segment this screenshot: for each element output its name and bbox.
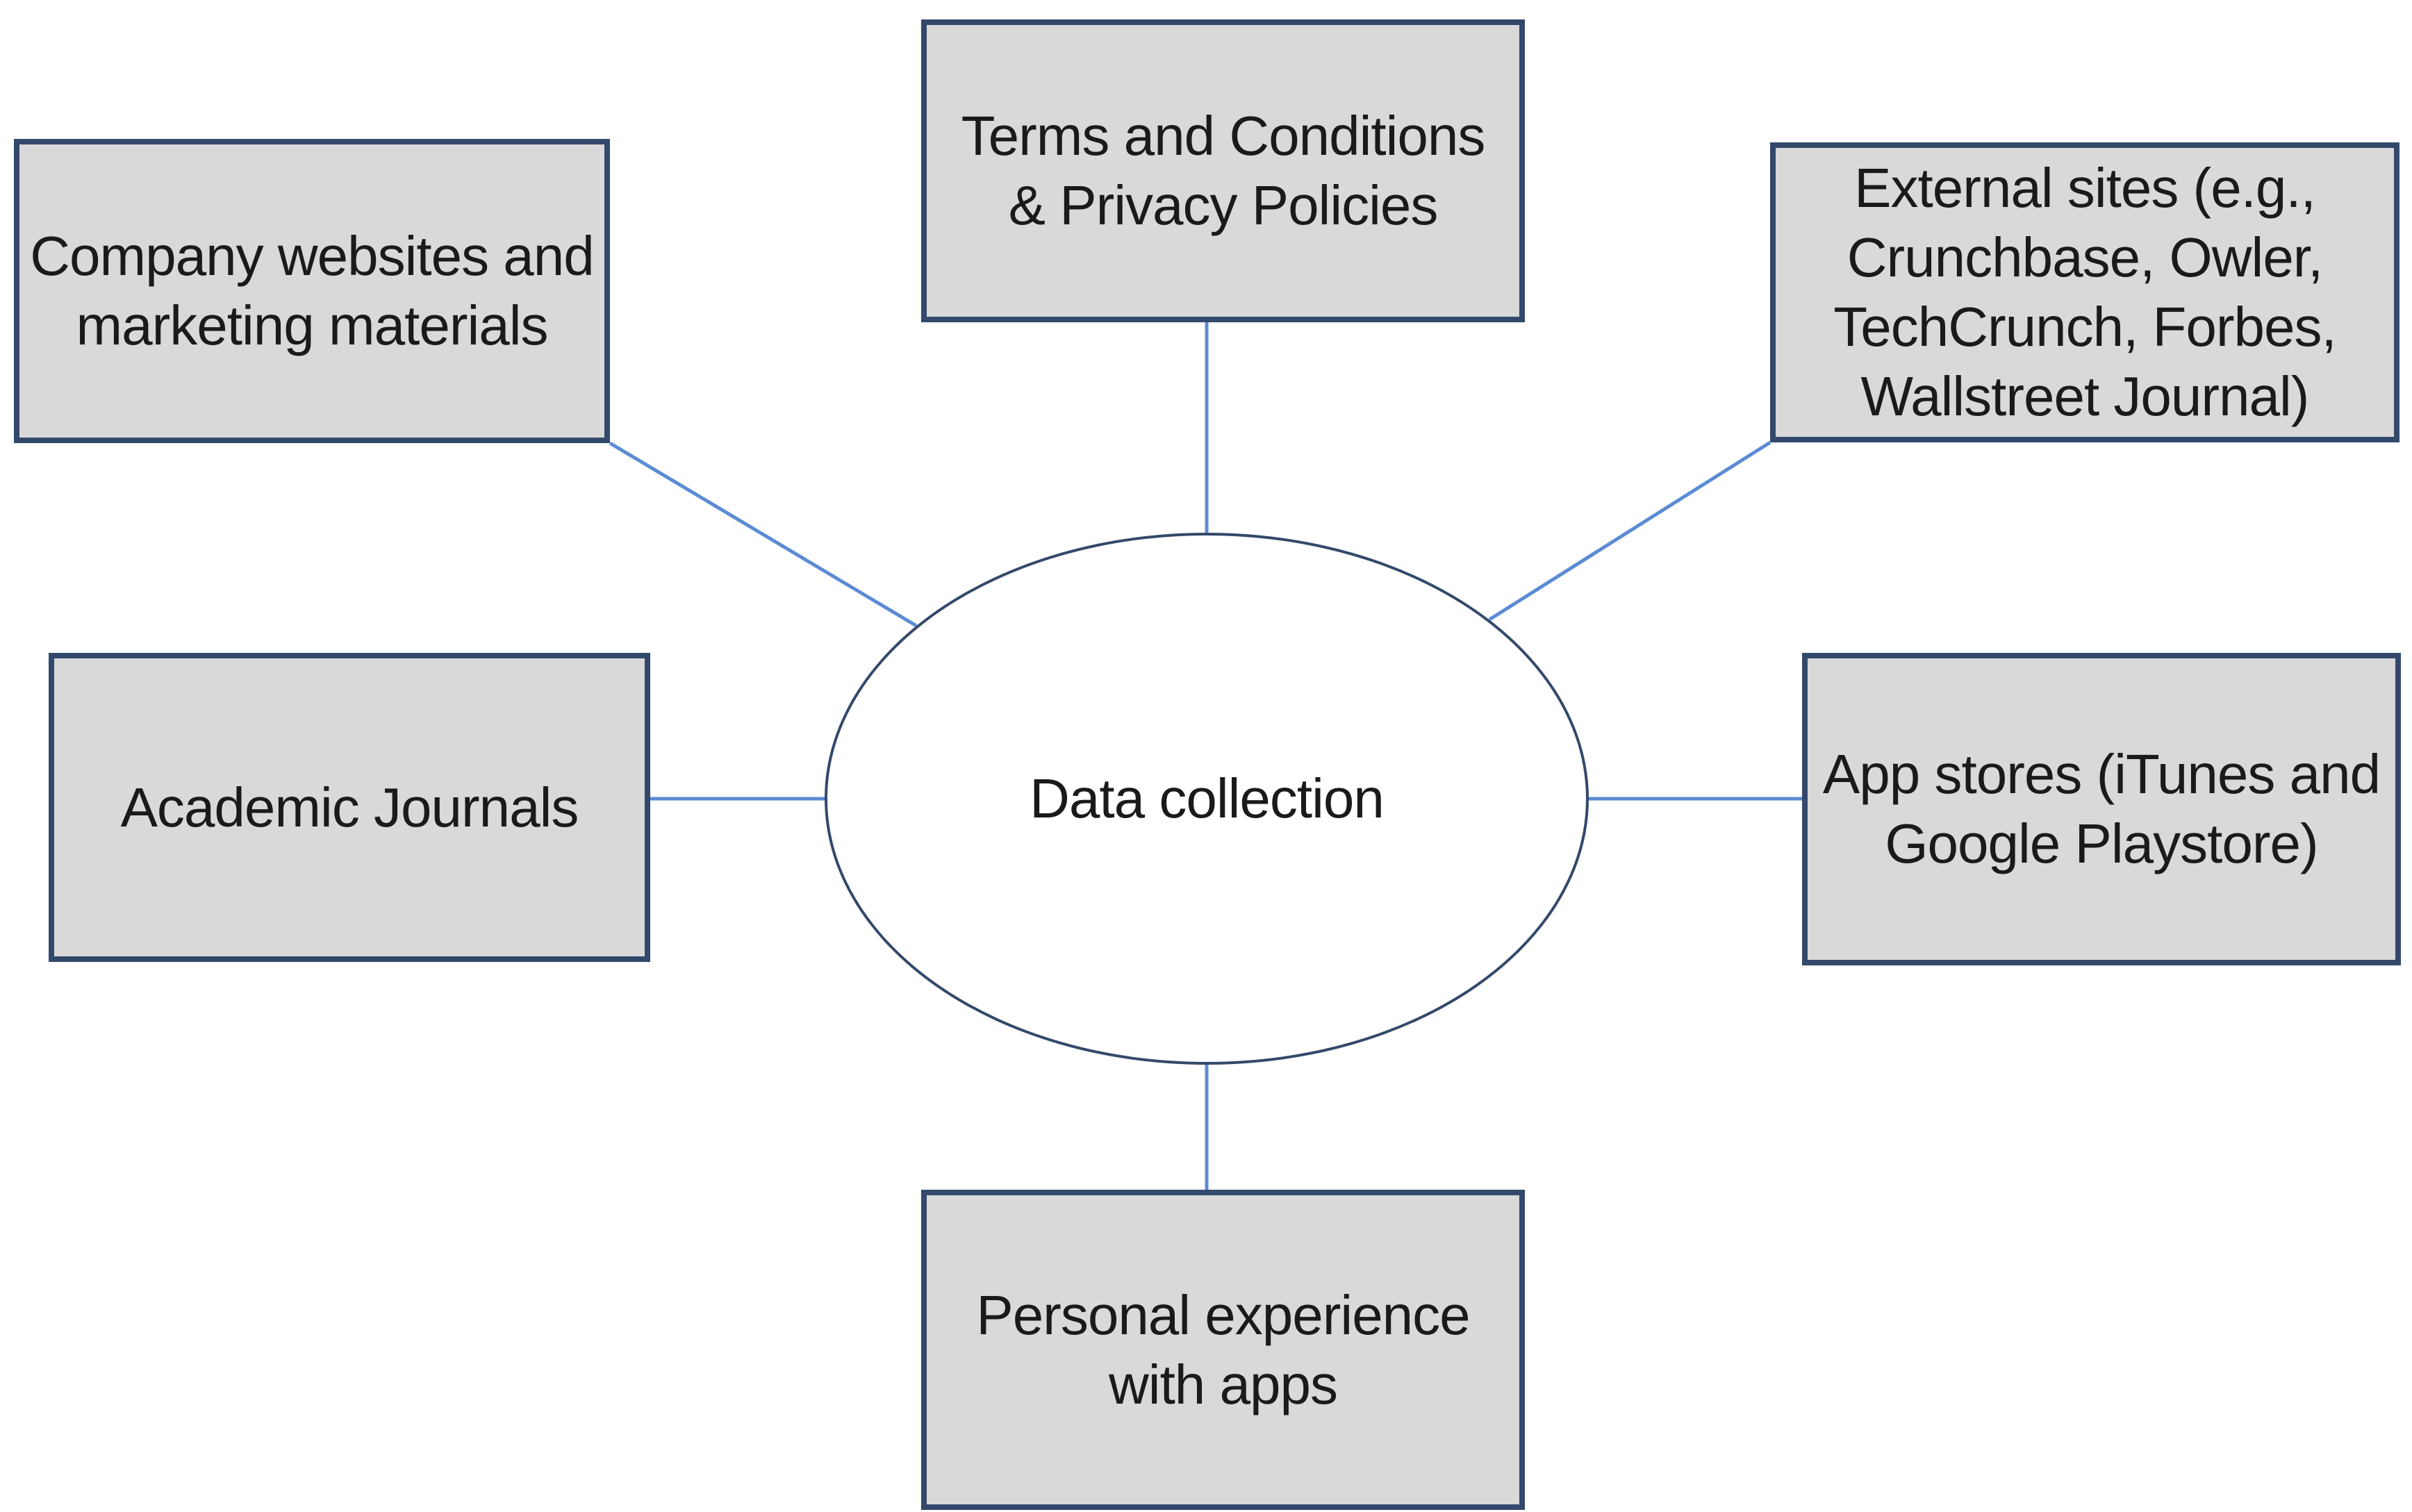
node-company-websites-label: Company websites and marketing materials	[30, 225, 595, 356]
connector-external-sites	[1488, 440, 1771, 622]
connector-company-websites	[609, 441, 918, 628]
center-ellipse-label: Data collection	[1030, 767, 1385, 829]
node-academic-journals-label: Academic Journals	[120, 776, 579, 838]
node-academic-journals: Academic Journals	[49, 653, 650, 962]
node-terms-privacy: Terms and Conditions & Privacy Policies	[921, 19, 1525, 322]
node-personal-experience-label: Personal experience with apps	[976, 1283, 1470, 1415]
node-app-stores-label: App stores (iTunes and Google Playstore)	[1822, 743, 2381, 874]
node-personal-experience: Personal experience with apps	[921, 1190, 1525, 1510]
node-app-stores: App stores (iTunes and Google Playstore)	[1802, 653, 2401, 965]
node-external-sites-label: External sites (e.g., Crunchbase, Owler,…	[1833, 157, 2337, 427]
node-terms-privacy-label: Terms and Conditions & Privacy Policies	[961, 105, 1486, 236]
center-ellipse-data-collection: Data collection	[825, 533, 1589, 1065]
node-company-websites: Company websites and marketing materials	[14, 139, 610, 443]
node-external-sites: External sites (e.g., Crunchbase, Owler,…	[1770, 142, 2399, 442]
